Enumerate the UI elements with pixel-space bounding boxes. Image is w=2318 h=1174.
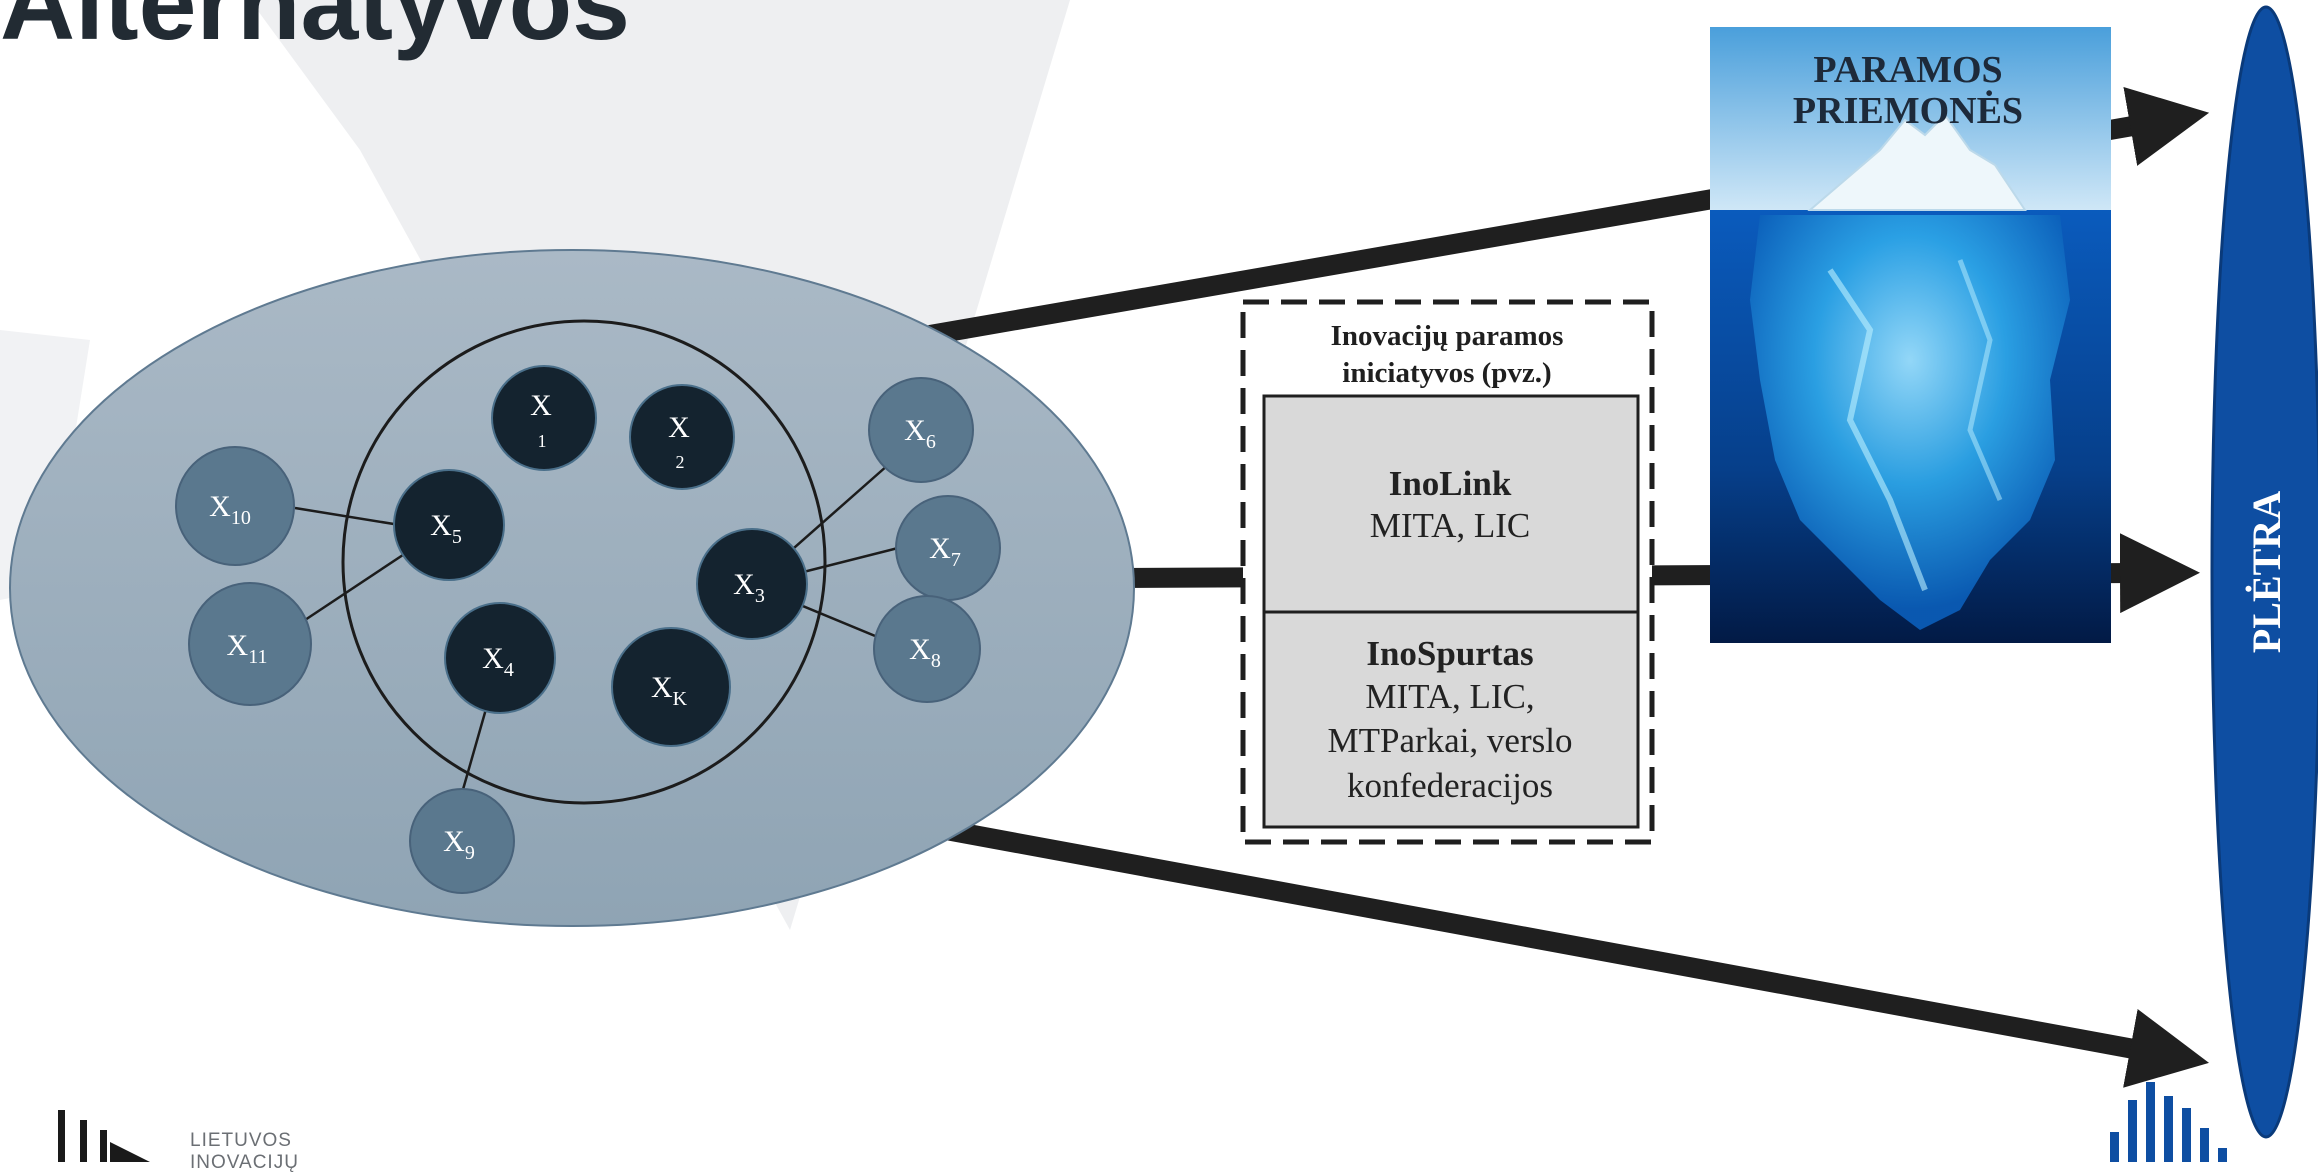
node-x8 [873, 595, 981, 703]
logo-text-line-1: LIETUVOS [190, 1130, 292, 1151]
label-x9: X9 [443, 825, 475, 864]
core-circle [341, 319, 827, 805]
initiatives-box: Inovacijų paramos iniciatyvos (pvz.) Ino… [1240, 299, 1655, 845]
label-x1: X [530, 389, 552, 422]
iceberg-image: PARAMOS PRIEMONĖS [1710, 27, 2111, 643]
inospurtas-orgs-1: MITA, LIC, [1365, 677, 1534, 716]
initiatives-heading-1: Inovacijų paramos [1331, 320, 1564, 352]
label-x2-sub: 2 [676, 452, 685, 472]
arrow-bottom [928, 817, 2210, 1088]
label-x1-sub: 1 [538, 431, 547, 451]
label-x5: X5 [430, 509, 462, 548]
label-x4: X4 [482, 642, 514, 681]
inospurtas-orgs-2: MTParkai, verslo [1328, 721, 1573, 760]
label-x10: X10 [209, 490, 251, 529]
node-x10 [175, 446, 295, 566]
node-x6 [868, 377, 974, 483]
outer-nodes [175, 377, 1001, 894]
inospurtas-name: InoSpurtas [1366, 634, 1533, 673]
inner-nodes [393, 365, 808, 747]
node-x1 [491, 365, 597, 471]
initiatives-heading-2: iniciatyvos (pvz.) [1342, 357, 1551, 389]
logo-text-line-2: INOVACIJŲ [190, 1152, 299, 1173]
node-x5 [393, 469, 505, 581]
label-x3: X3 [733, 568, 765, 607]
node-x4 [444, 602, 556, 714]
iceberg-tip [1807, 113, 2027, 211]
label-xk: XK [651, 671, 688, 710]
node-x3 [696, 528, 808, 640]
inolink-name: InoLink [1389, 464, 1512, 503]
node-x2 [629, 384, 735, 490]
iceberg-title-1: PARAMOS [1813, 49, 2002, 91]
label-x7: X7 [929, 532, 961, 571]
slide-title: Alternatyvos [0, 0, 630, 62]
target-label: PLĖTRA [2244, 491, 2289, 653]
inolink-orgs: MITA, LIC [1370, 506, 1531, 545]
node-x11 [188, 582, 312, 706]
iceberg-title-2: PRIEMONĖS [1793, 90, 2023, 132]
inospurtas-box [1262, 610, 1640, 829]
label-x2: X [668, 411, 690, 444]
inolink-box [1262, 394, 1640, 614]
alternatives-ellipse [9, 249, 1135, 927]
target-ellipse: PLĖTRA [2210, 5, 2318, 1139]
label-x8: X8 [909, 633, 941, 672]
node-xk [611, 627, 731, 747]
label-x6: X6 [904, 414, 936, 453]
label-x11: X11 [227, 629, 268, 668]
inospurtas-orgs-3: konfederacijos [1347, 766, 1553, 805]
bars-logo [2110, 1082, 2227, 1162]
iceberg-underwater [1750, 215, 2070, 630]
lii-logo [58, 1110, 150, 1162]
node-x9 [409, 788, 515, 894]
